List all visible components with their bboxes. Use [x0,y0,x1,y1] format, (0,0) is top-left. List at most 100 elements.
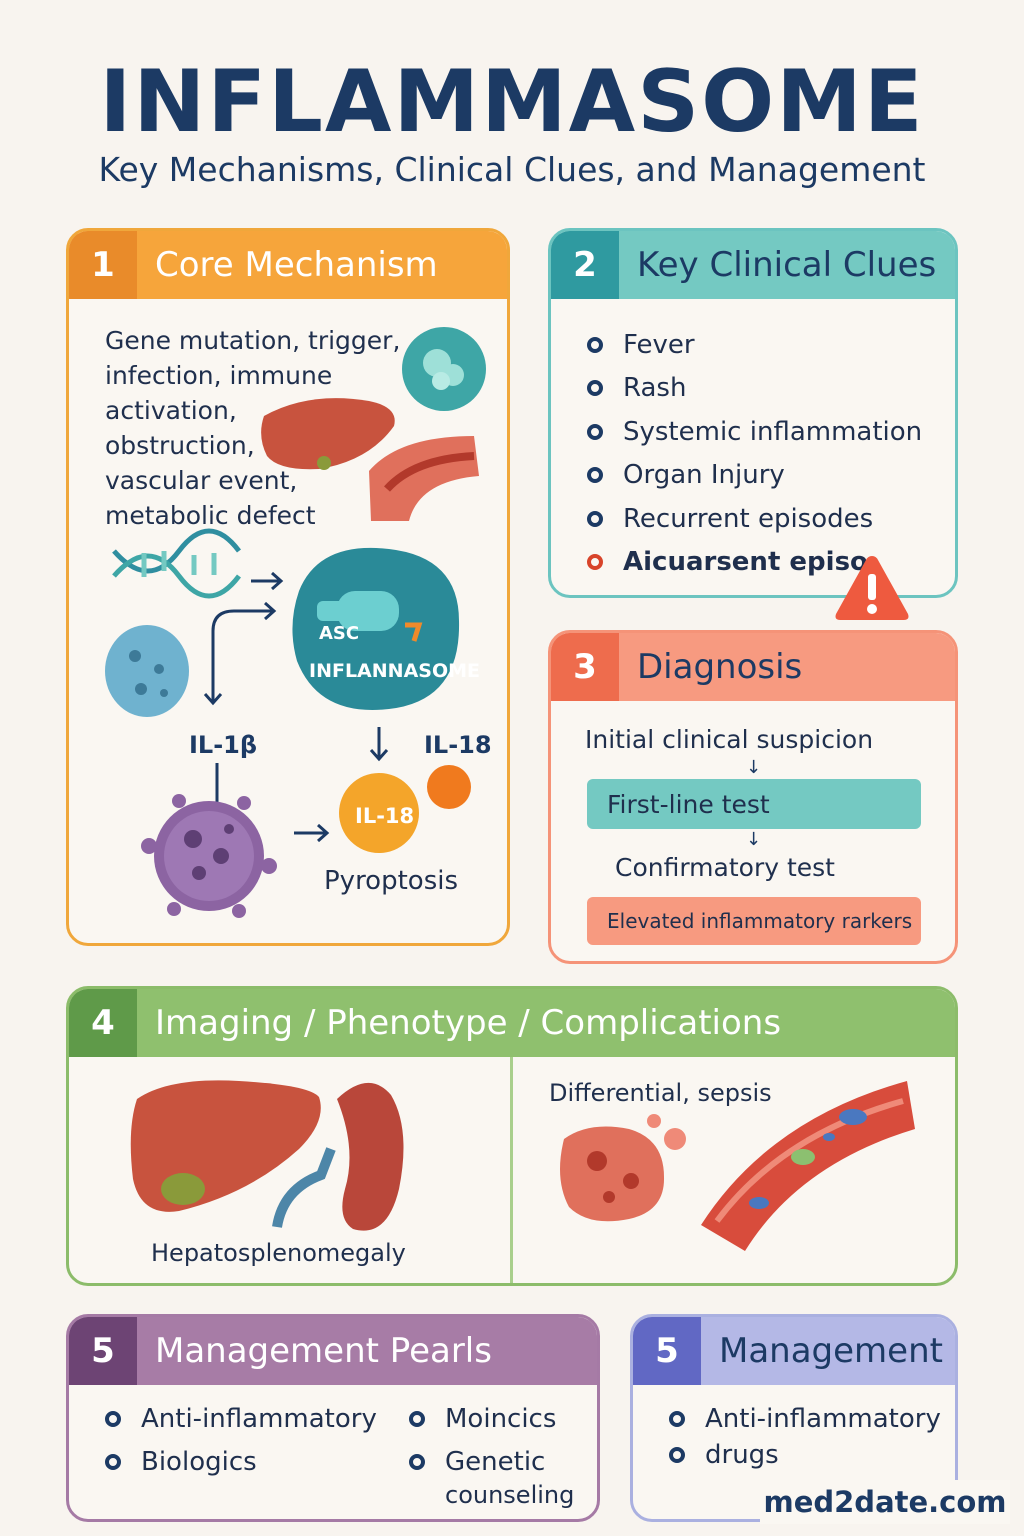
pearl-label-continued: counseling [445,1481,575,1509]
bullet-icon [669,1411,685,1427]
clinical-clues-header: 2 Key Clinical Clues [551,231,955,299]
section-title: Management Pearls [155,1331,492,1371]
il18-label: IL-18 [424,731,492,759]
section-number: 5 [633,1317,701,1385]
page-subtitle: Key Mechanisms, Clinical Clues, and Mana… [98,150,926,189]
management-panel: 5 Management Anti-inflammatory drugs [630,1314,958,1522]
triggers-text: Gene mutation, trigger, infection, immun… [105,323,405,533]
pyroptotic-cell-icon [141,794,277,918]
pearl-label: Anti-inflammatory [141,1404,377,1434]
inflammatory-markers-box: Elevated inflammatory rarkers [587,897,921,945]
immune-cell-icon [402,327,486,411]
bullet-icon [409,1454,425,1470]
section-number: 5 [69,1317,137,1385]
dna-icon [112,528,241,599]
confirmatory-test-text: Confirmatory test [615,853,835,882]
pearl-label: Moincics [445,1404,557,1434]
diagnosis-header: 3 Diagnosis [551,633,955,701]
bullet-icon [669,1447,685,1463]
management-label: drugs [705,1440,779,1470]
section-number: 1 [69,231,137,299]
pyroptosis-label: Pyroptosis [324,866,458,896]
diagnosis-panel: 3 Diagnosis Initial clinical suspicion ↓… [548,630,958,964]
bullet-icon [587,336,603,353]
bullet-icon [587,467,603,484]
arrow-icon [203,651,223,706]
list-item: Recurrent episodes [587,497,922,541]
spleen-icon [337,1082,404,1231]
liver-icon [130,1080,321,1212]
list-item: Genetic [409,1446,545,1479]
section-number: 4 [69,989,137,1057]
list-item: Anti-inflammatory [105,1403,377,1436]
trigger-line: activation, [105,396,237,425]
list-item: Aicuarsent episo [587,541,922,585]
section-title: Key Clinical Clues [637,245,937,285]
list-item: Organ Injury [587,454,922,498]
clue-label: Systemic inflammation [623,416,923,447]
section-number: 3 [551,633,619,701]
bullet-icon [587,554,603,571]
hepatosplenomegaly-caption: Hepatosplenomegaly [151,1239,406,1267]
trigger-line: metabolic defect [105,501,316,530]
section-title: Management [719,1331,943,1371]
list-item: Systemic inflammation [587,410,922,454]
imaging-header: 4 Imaging / Phenotype / Complications [69,989,955,1057]
clinical-clues-panel: 2 Key Clinical Clues Fever Rash Systemic… [548,228,958,598]
clue-label: Aicuarsent episo [623,547,868,578]
section-title: Core Mechanism [155,245,438,285]
management-pearls-header: 5 Management Pearls [69,1317,597,1385]
section-title: Diagnosis [637,647,803,687]
pearl-label: Biologics [141,1447,257,1477]
management-header: 5 Management [633,1317,955,1385]
blood-vessel-icon [701,1081,915,1251]
core-mechanism-header: 1 Core Mechanism [69,231,507,299]
clue-label: Organ Injury [623,460,785,491]
page-title: INFLAMMASOME [99,52,925,152]
bullet-icon [587,423,603,440]
clue-label: Recurrent episodes [623,503,874,534]
bacteria-cluster-icon [560,1114,686,1222]
cytokine-icon [427,765,471,809]
clue-label: Fever [623,329,695,360]
bullet-icon [587,380,603,397]
il18-cell-icon [339,773,419,853]
list-item: Moincics [409,1403,556,1436]
arrow-icon [369,727,389,762]
list-item: Anti-inflammatory [669,1403,941,1436]
asc-label: ASC [319,623,359,644]
arrow-icon [294,823,330,843]
bullet-icon [105,1411,121,1427]
pathogen-icon [105,625,189,717]
trigger-line: infection, immune [105,361,333,390]
warning-icon [835,556,909,620]
section-number: 2 [551,231,619,299]
inflammasome-label: INFLANNASOME [309,660,480,682]
first-line-test-box: First-line test [587,779,921,829]
core-mechanism-panel: 1 Core Mechanism Gene mutation, trigger,… [66,228,510,946]
watermark: med2date.com [760,1480,1010,1524]
bullet-icon [105,1454,121,1470]
pearl-label: Genetic [445,1447,546,1477]
divider [510,1057,513,1283]
arrow-icon [211,601,277,632]
differential-caption: Differential, sepsis [549,1079,772,1107]
arrow-down-icon: ↓ [746,757,762,778]
clues-list: Fever Rash Systemic inflammation Organ I… [587,323,922,584]
trigger-line: vascular event, [105,466,298,495]
management-label: Anti-inflammatory [705,1404,941,1434]
section-title: Imaging / Phenotype / Complications [155,1003,782,1043]
list-item: Fever [587,323,922,367]
inflammasome-complex-icon [292,547,460,710]
list-item: Rash [587,367,922,411]
bullet-icon [409,1411,425,1427]
clue-label: Rash [623,373,687,404]
arrow-icon [251,571,284,591]
trigger-line: obstruction, [105,431,255,460]
il18-cell-label: IL-18 [355,804,414,828]
list-item: drugs [669,1439,779,1472]
arrow-down-icon: ↓ [746,829,762,850]
bullet-icon [587,510,603,527]
management-pearls-panel: 5 Management Pearls Anti-inflammatory Bi… [66,1314,600,1522]
list-item: Biologics [105,1446,257,1479]
